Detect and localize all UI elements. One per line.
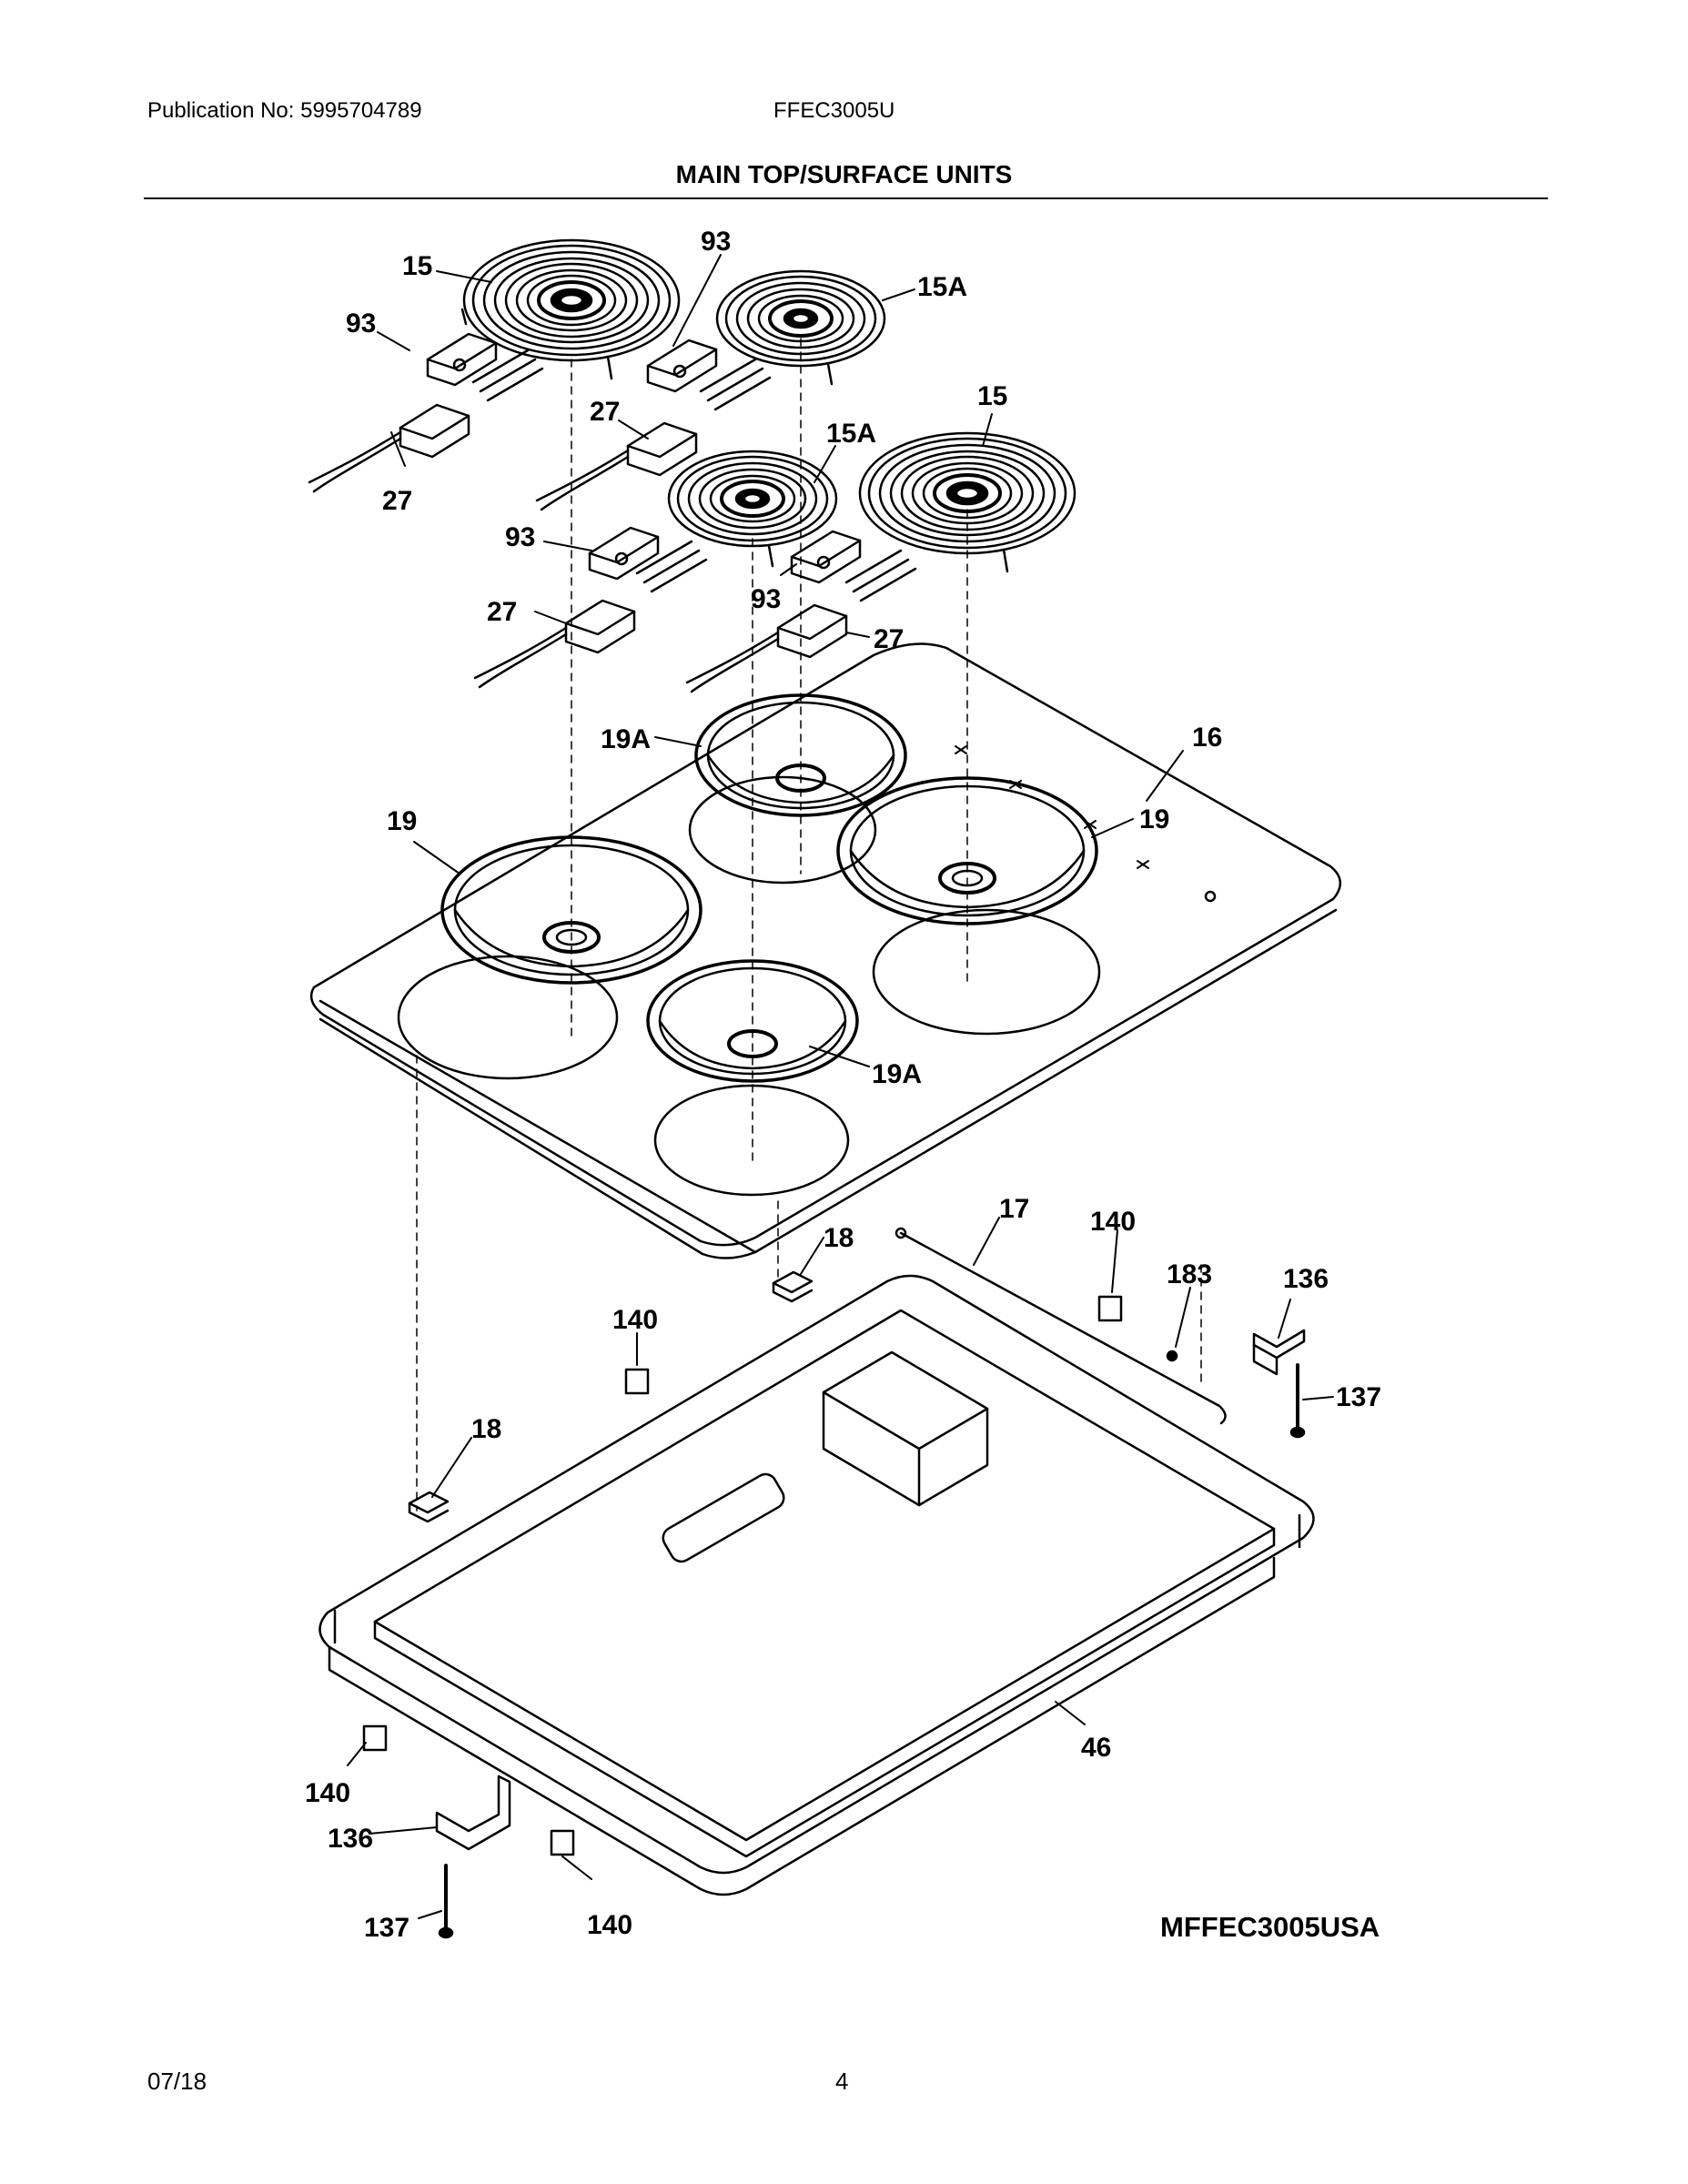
clip-18-upper	[772, 1270, 814, 1303]
drip-bowl-19-right	[836, 776, 1098, 925]
callout-93: 93	[346, 308, 376, 339]
publication-number: Publication No: 5995704789	[147, 98, 422, 123]
callout-17: 17	[999, 1194, 1029, 1224]
surface-element-15-front-right	[858, 431, 1076, 573]
callout-183: 183	[1167, 1259, 1212, 1289]
callout-140: 140	[587, 1910, 632, 1940]
callout-19A: 19A	[601, 724, 651, 754]
callout-15A: 15A	[917, 272, 967, 302]
screw-137-right	[1289, 1363, 1306, 1439]
callout-15A: 15A	[826, 419, 876, 449]
callout-15: 15	[402, 251, 432, 281]
surface-element-15A-rear-right	[715, 269, 886, 386]
callout-27: 27	[487, 597, 517, 627]
callout-140: 140	[612, 1305, 658, 1335]
callout-136: 136	[1283, 1264, 1329, 1294]
drip-bowl-19-left	[440, 835, 702, 985]
callout-27: 27	[590, 397, 620, 427]
figure-id: MFFEC3005USA	[1160, 1911, 1380, 1943]
callout-93: 93	[701, 227, 731, 257]
callout-137: 137	[1336, 1382, 1381, 1412]
plug-connectors-27	[308, 403, 848, 693]
spacer-140-a	[1097, 1295, 1123, 1322]
drip-bowl-19A-front	[646, 959, 859, 1083]
callout-15: 15	[977, 381, 1007, 411]
callout-46: 46	[1081, 1733, 1111, 1763]
screw-137-left	[438, 1864, 454, 1939]
callout-27: 27	[874, 624, 904, 654]
callout-27: 27	[382, 486, 412, 516]
element-terminals	[471, 349, 917, 602]
main-top-16	[309, 642, 1341, 1259]
callout-labels: 15 93 15A 93 27 27 15A 15 93 27 93 27 19…	[305, 227, 1381, 1943]
callout-93: 93	[505, 522, 535, 552]
callout-16: 16	[1192, 723, 1222, 753]
publication-date: 07/18	[147, 2068, 207, 2095]
callout-136: 136	[328, 1824, 373, 1854]
callout-19: 19	[387, 806, 417, 836]
leader-lines	[347, 254, 1334, 1919]
spacer-140-b	[624, 1368, 650, 1395]
callout-137: 137	[364, 1913, 409, 1943]
model-number: FFEC3005U	[773, 98, 895, 123]
callout-140: 140	[305, 1778, 350, 1808]
bracket-136-left	[435, 1774, 511, 1851]
bracket-17	[895, 1227, 1227, 1425]
surface-element-15A-front-left	[667, 450, 838, 568]
bracket-136-right	[1252, 1329, 1306, 1376]
callout-93: 93	[751, 584, 781, 614]
surface-element-15-rear-left	[460, 238, 681, 380]
page-number: 4	[835, 2068, 849, 2095]
burner-box-46	[318, 1274, 1315, 1896]
callout-140: 140	[1090, 1207, 1136, 1237]
spacer-140-d	[550, 1829, 575, 1856]
callout-18: 18	[471, 1414, 501, 1444]
callout-18: 18	[824, 1223, 854, 1253]
screw-183	[1166, 1350, 1178, 1362]
callout-19A: 19A	[872, 1059, 922, 1089]
spacer-140-c	[362, 1724, 388, 1752]
page-title: MAIN TOP/SURFACE UNITS	[675, 160, 1013, 188]
callout-19: 19	[1139, 804, 1169, 834]
clip-18-lower	[408, 1491, 450, 1523]
terminal-blocks	[426, 332, 862, 584]
title-rule	[144, 197, 1548, 199]
drip-bowl-19A-rear	[694, 693, 907, 817]
